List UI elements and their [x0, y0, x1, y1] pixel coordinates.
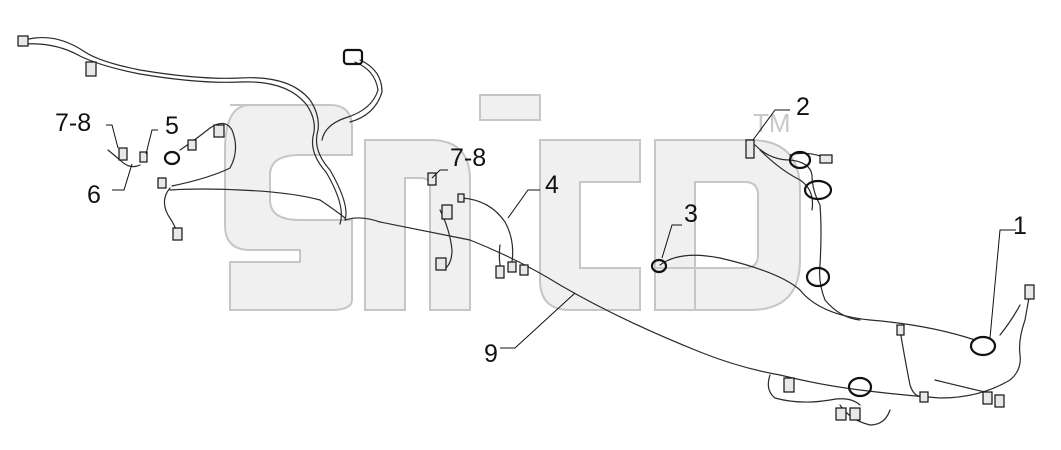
grommet	[163, 150, 181, 166]
callout-7-8-center: 7-8	[450, 144, 486, 172]
connector	[157, 177, 167, 189]
grommet	[803, 179, 833, 201]
callout-4: 4	[545, 171, 559, 199]
callout-leaders	[106, 109, 1016, 349]
callout-3: 3	[684, 200, 698, 228]
trademark-symbol: TM	[753, 108, 791, 138]
connector	[982, 391, 993, 405]
grommet	[342, 48, 364, 66]
connector	[118, 147, 128, 161]
connector	[457, 193, 465, 203]
brand-watermark: TM	[224, 94, 801, 311]
connector	[172, 227, 183, 241]
connector	[819, 154, 833, 164]
connector	[994, 394, 1005, 408]
callout-5: 5	[165, 112, 179, 140]
callout-2: 2	[796, 93, 810, 121]
connector	[896, 324, 905, 336]
grommet	[805, 266, 831, 288]
connector	[835, 407, 847, 421]
connector	[849, 407, 861, 421]
connector	[213, 124, 225, 138]
grommet	[788, 150, 812, 170]
connector	[17, 35, 29, 47]
callout-9: 9	[484, 340, 498, 368]
harness-connectors	[17, 35, 1035, 421]
connector	[85, 61, 97, 77]
connector	[441, 204, 453, 220]
connector	[919, 391, 929, 403]
connector	[519, 264, 529, 276]
grommet	[650, 258, 668, 274]
connector	[427, 172, 437, 186]
connector	[495, 265, 505, 279]
connector	[745, 139, 755, 159]
connector	[507, 261, 517, 273]
connector	[139, 151, 148, 163]
connector	[187, 139, 197, 151]
connector	[783, 377, 795, 393]
grommet	[969, 335, 997, 357]
connector	[435, 257, 447, 271]
callout-7-8-left: 7-8	[55, 109, 91, 137]
callout-6: 6	[87, 181, 101, 209]
connector	[1024, 284, 1035, 300]
grommet	[847, 376, 873, 398]
callout-labels: 1 2 3 4 5 6 7-8 7-8 9	[55, 93, 1027, 368]
callout-1: 1	[1013, 212, 1027, 240]
